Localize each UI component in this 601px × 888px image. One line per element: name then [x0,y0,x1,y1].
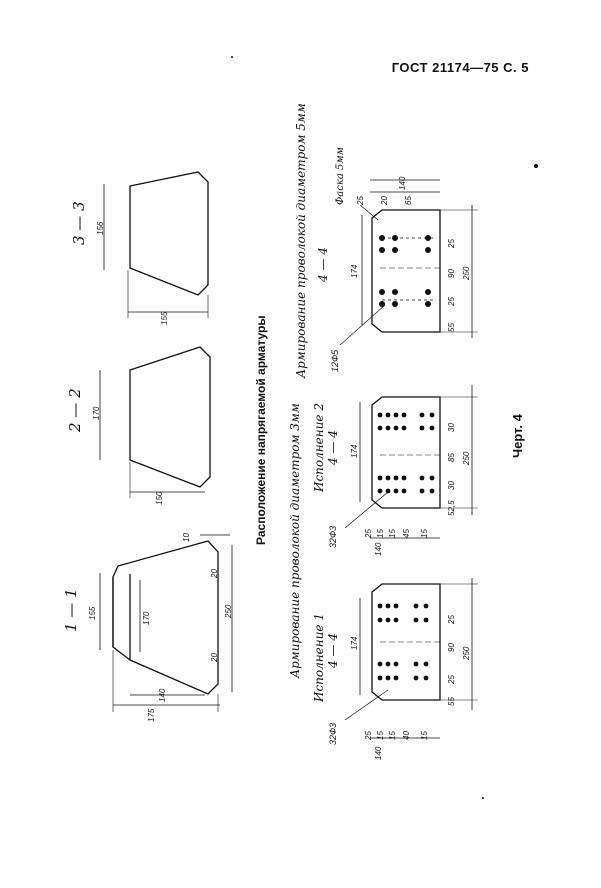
dim-label: 174 [350,444,359,458]
reinforcement-version2-drawing [344,385,478,539]
dim-label: 250 [462,266,471,280]
dim-label: 25 [364,731,373,740]
dim-label: 25 [364,529,373,538]
dim-label: 15 [420,731,429,740]
dim-label: 10 [182,533,191,542]
dim-label: 20 [210,653,219,662]
dim-label: 140 [158,688,167,702]
wire-label-5mm: 12Ф5 [330,349,340,372]
section-label-1-1: 1 — 1 [62,588,80,632]
dim-label: 15 [420,529,429,538]
dim-label: 52,5 [447,500,456,516]
dim-label: 55 [447,323,456,332]
reinforcement-version1-drawing [344,578,478,739]
version2-title: Исполнение 2 [312,403,326,492]
dim-label: 140 [374,542,383,556]
dim-label: 25 [447,615,456,624]
reinforcement-5mm-drawing [339,179,478,346]
version1-title: Исполнение 1 [312,613,326,702]
dim-label: 170 [92,406,101,420]
dim-label: 85 [447,453,456,462]
dim-label: 170 [142,611,151,625]
dim-label: 15 [388,731,397,740]
dim-label: 156 [96,221,105,235]
section-1-1-drawing [99,534,233,712]
section-3-3-drawing [103,171,209,318]
reinforcement-5mm-section: 4 — 4 [316,247,330,282]
section-title: Расположение напрягаемой арматуры [254,315,268,545]
dim-label: 155 [160,311,169,325]
dim-label: 55 [447,697,456,706]
dim-label: 15 [376,529,385,538]
dim-label: 15 [388,529,397,538]
section-label-3-3: 3 — 3 [70,201,88,245]
dim-label: 30 [447,481,456,490]
section-2-2-drawing [99,346,211,498]
dim-label: 15 [376,731,385,740]
dim-label: 45 [402,529,411,538]
dim-label: 250 [224,604,233,618]
dim-label: 25 [447,675,456,684]
section-label-2-2: 2 — 2 [66,388,84,432]
dim-label: 174 [350,636,359,650]
dim-label: 40 [402,731,411,740]
dim-label: 65 [404,196,413,205]
chamfer-label: Фаска 5мм [335,147,346,205]
dim-label: 90 [447,269,456,278]
dim-label: 30 [447,423,456,432]
dim-label: 140 [374,746,383,760]
reinforcement-5mm-title: Армирование проволокой диаметром 5мм [294,103,308,378]
dim-label: 25 [356,196,365,205]
dim-label: 90 [447,643,456,652]
page-header: ГОСТ 21174—75 С. 5 [0,0,601,90]
version2-section: 4 — 4 [326,430,340,465]
dim-label: 25 [447,297,456,306]
document-header: ГОСТ 21174—75 С. 5 [391,60,529,75]
dim-label: 150 [155,491,164,505]
dim-label: 20 [380,196,389,205]
wire-label-v2: 32Ф3 [328,525,338,548]
dim-label: 25 [447,239,456,248]
dim-label: 250 [462,451,471,465]
dim-label: 174 [350,264,359,278]
version1-section: 4 — 4 [326,633,340,668]
reinforcement-3mm-title: Армирование проволокой диаметром 3мм [288,403,302,678]
dim-label: 175 [147,708,156,722]
dim-label: 140 [398,176,407,190]
dim-label: 20 [210,569,219,578]
dim-label: 155 [88,606,97,620]
dim-label: 250 [462,646,471,660]
figure-caption: Черт. 4 [510,414,525,458]
wire-dots [231,56,538,799]
wire-label-v1: 32Ф3 [328,722,338,745]
